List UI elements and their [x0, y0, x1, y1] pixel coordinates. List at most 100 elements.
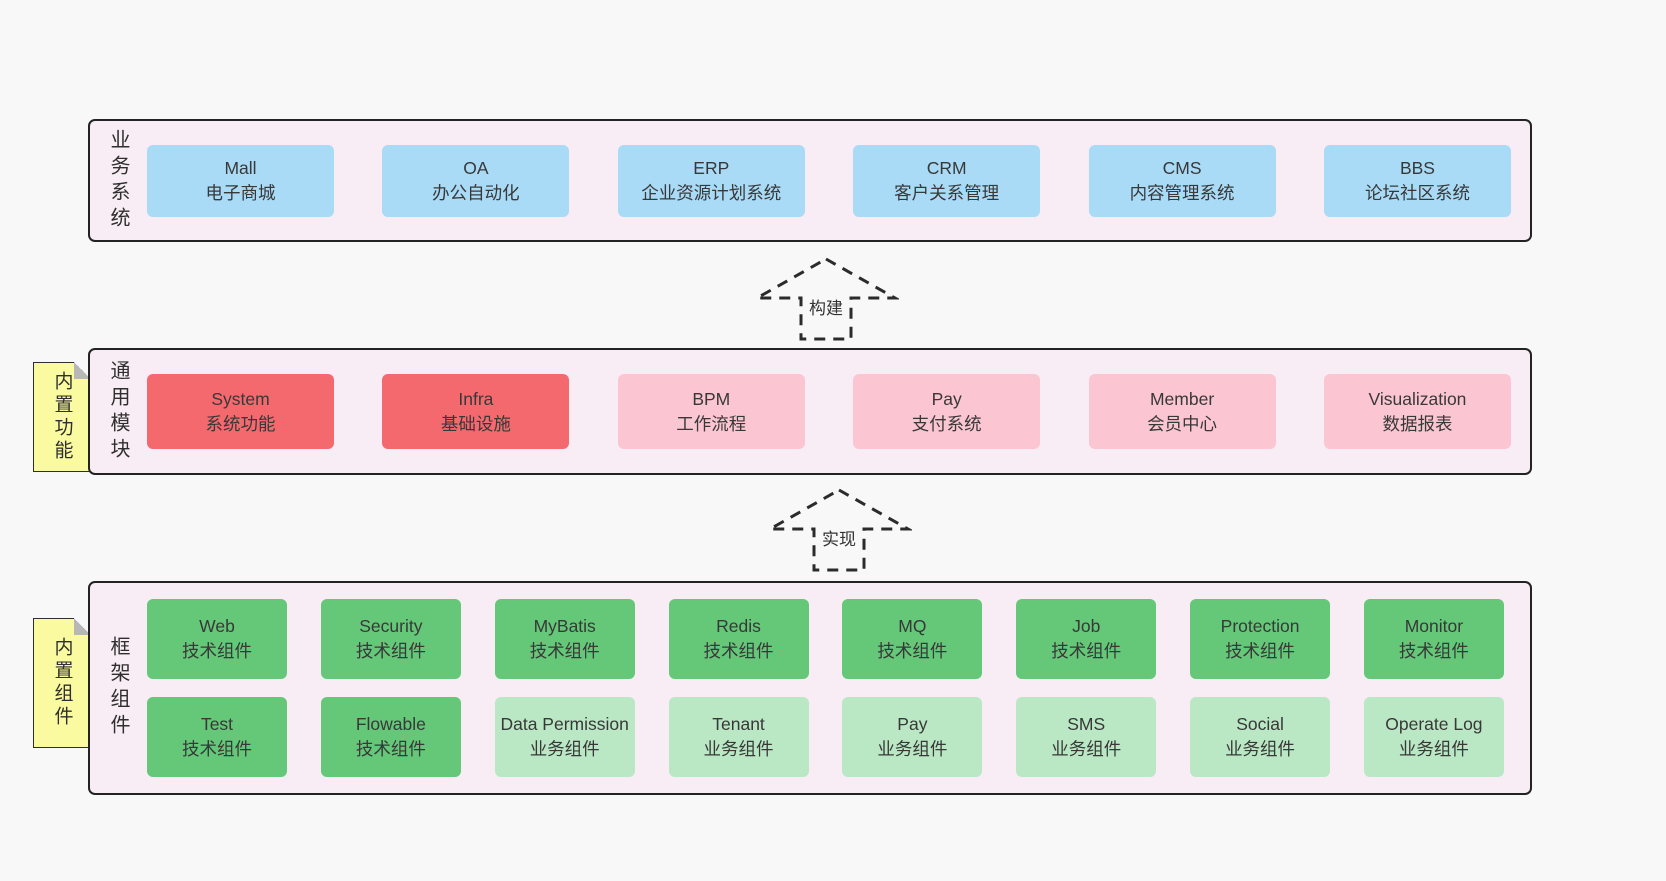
node-subtitle: 办公自动化	[432, 182, 520, 203]
node-title: BPM	[692, 388, 731, 409]
node-system: System 系统功能	[147, 374, 334, 449]
node-subtitle: 电子商城	[205, 182, 276, 203]
dashed-up-arrow-icon	[753, 257, 899, 341]
sticky-note-label: 内置组件	[51, 637, 73, 729]
business-boxes-row: Mall 电子商城 OA 办公自动化 ERP 企业资源计划系统 CRM 客户关系…	[147, 121, 1530, 240]
node-title: Test	[200, 714, 234, 735]
node-title: System	[211, 388, 270, 409]
node-subtitle: 业务组件	[1051, 739, 1122, 759]
node-pay-component: Pay 业务组件	[842, 697, 983, 777]
layer-modules-label: 通用模块	[107, 359, 129, 464]
arrow-build: 构建	[753, 256, 899, 342]
node-web: Web 技术组件	[147, 599, 287, 679]
node-subtitle: 技术组件	[703, 641, 774, 661]
layer-common-modules: 通用模块 System 系统功能 Infra 基础设施 BPM 工作流程 Pay…	[88, 348, 1532, 475]
node-subtitle: 论坛社区系统	[1364, 182, 1470, 203]
node-member: Member 会员中心	[1088, 374, 1276, 449]
node-title: Monitor	[1404, 616, 1464, 637]
node-erp: ERP 企业资源计划系统	[617, 144, 805, 217]
node-social: Social 业务组件	[1190, 697, 1331, 777]
dashed-up-arrow-icon	[766, 488, 912, 572]
node-title: Operate Log	[1385, 714, 1483, 735]
layer-business-systems: 业务系统 Mall 电子商城 OA 办公自动化 ERP 企业资源计划系统 CRM…	[88, 119, 1532, 242]
node-mq: MQ 技术组件	[842, 599, 983, 679]
node-title: BBS	[1399, 157, 1435, 178]
node-title: CRM	[926, 157, 967, 178]
arrow-implement-label: 实现	[819, 525, 859, 550]
sticky-note-built-in-features: 内置功能	[33, 362, 91, 472]
node-title: Infra	[458, 388, 494, 409]
node-subtitle: 客户关系管理	[894, 182, 1000, 203]
node-subtitle: 企业资源计划系统	[641, 182, 782, 203]
framework-row-1: Web 技术组件 Security 技术组件 MyBatis 技术组件 Redi…	[147, 599, 1504, 679]
node-data-permission: Data Permission 业务组件	[494, 697, 635, 777]
node-mybatis: MyBatis 技术组件	[494, 599, 635, 679]
node-subtitle: 技术组件	[877, 641, 948, 661]
node-flowable: Flowable 技术组件	[320, 697, 461, 777]
node-bbs: BBS 论坛社区系统	[1323, 144, 1511, 217]
node-title: Pay	[931, 388, 962, 409]
node-title: Data Permission	[500, 714, 629, 735]
node-subtitle: 会员中心	[1147, 413, 1218, 434]
node-operate-log: Operate Log 业务组件	[1363, 697, 1504, 777]
node-subtitle: 业务组件	[877, 739, 948, 759]
node-visualization: Visualization 数据报表	[1323, 374, 1511, 449]
node-subtitle: 数据报表	[1382, 413, 1453, 434]
node-title: Protection	[1220, 616, 1300, 637]
node-subtitle: 技术组件	[529, 641, 600, 661]
node-subtitle: 业务组件	[529, 739, 600, 759]
folded-corner-icon	[74, 618, 91, 635]
node-subtitle: 技术组件	[1398, 641, 1469, 661]
node-title: Mall	[224, 157, 257, 178]
node-security: Security 技术组件	[320, 599, 461, 679]
side-label-zone: 业务系统	[90, 121, 147, 240]
sticky-note-built-in-components: 内置组件	[33, 618, 91, 748]
node-subtitle: 系统功能	[205, 413, 276, 434]
node-subtitle: 技术组件	[355, 641, 426, 661]
node-protection: Protection 技术组件	[1190, 599, 1331, 679]
node-oa: OA 办公自动化	[382, 144, 570, 217]
node-title: Flowable	[355, 714, 426, 735]
side-label-zone: 通用模块	[90, 350, 147, 473]
node-title: CMS	[1162, 157, 1202, 178]
node-title: Pay	[897, 714, 928, 735]
node-test: Test 技术组件	[147, 697, 287, 777]
node-pay: Pay 支付系统	[853, 374, 1041, 449]
node-bpm: BPM 工作流程	[617, 374, 805, 449]
node-subtitle: 基础设施	[440, 413, 511, 434]
node-title: Social	[1236, 714, 1284, 735]
node-title: MyBatis	[533, 616, 596, 637]
node-title: Job	[1072, 616, 1101, 637]
node-redis: Redis 技术组件	[668, 599, 809, 679]
node-subtitle: 技术组件	[1225, 641, 1296, 661]
node-title: SMS	[1067, 714, 1106, 735]
node-sms: SMS 业务组件	[1016, 697, 1157, 777]
side-label-zone: 框架组件	[90, 583, 147, 793]
node-subtitle: 工作流程	[676, 413, 747, 434]
node-title: ERP	[693, 157, 730, 178]
node-job: Job 技术组件	[1016, 599, 1157, 679]
folded-corner-icon	[74, 362, 91, 379]
layer-framework-label: 框架组件	[107, 636, 129, 740]
node-tenant: Tenant 业务组件	[668, 697, 809, 777]
node-subtitle: 业务组件	[1398, 739, 1469, 759]
node-title: MQ	[898, 616, 927, 637]
node-title: Security	[359, 616, 423, 637]
modules-boxes-row: System 系统功能 Infra 基础设施 BPM 工作流程 Pay 支付系统…	[147, 350, 1530, 473]
node-title: Member	[1149, 388, 1215, 409]
node-title: Visualization	[1368, 388, 1467, 409]
node-subtitle: 技术组件	[1051, 641, 1122, 661]
framework-row-2: Test 技术组件 Flowable 技术组件 Data Permission …	[147, 697, 1504, 777]
node-subtitle: 技术组件	[355, 739, 426, 759]
node-title: OA	[463, 157, 489, 178]
framework-boxes-grid: Web 技术组件 Security 技术组件 MyBatis 技术组件 Redi…	[147, 583, 1530, 793]
node-subtitle: 业务组件	[1225, 739, 1296, 759]
arrow-implement: 实现	[766, 487, 912, 573]
layer-business-label: 业务系统	[107, 128, 129, 233]
node-title: Redis	[716, 616, 761, 637]
arrow-build-label: 构建	[806, 294, 846, 319]
node-subtitle: 技术组件	[182, 739, 252, 759]
node-infra: Infra 基础设施	[382, 374, 570, 449]
node-monitor: Monitor 技术组件	[1363, 599, 1504, 679]
